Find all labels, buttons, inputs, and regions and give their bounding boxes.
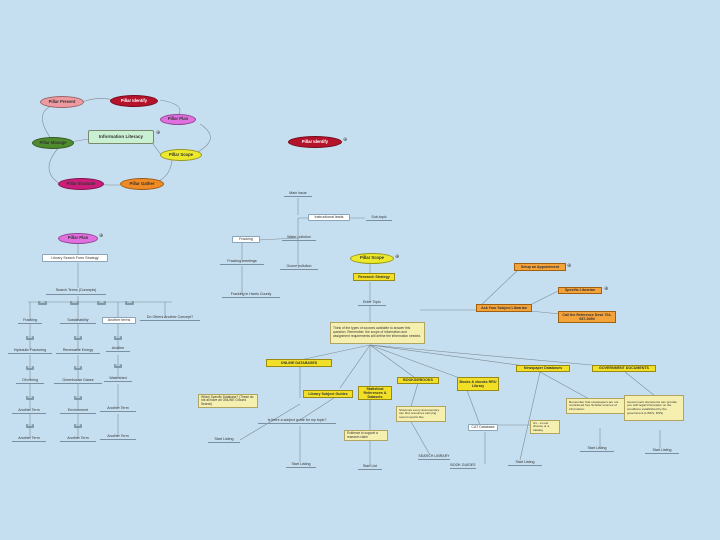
- instructional-leads-node[interactable]: Instructional leads: [308, 214, 350, 221]
- count-badge: ###: [125, 301, 134, 305]
- term-node[interactable]: Oil mining: [16, 378, 44, 384]
- term-node[interactable]: Environment: [60, 408, 96, 414]
- expand-icon[interactable]: ⊕: [567, 263, 572, 269]
- information-literacy-node[interactable]: Information Literacy: [88, 130, 154, 144]
- count-badge: ###: [74, 366, 82, 370]
- count-badge: ###: [74, 424, 82, 428]
- setup-appointment-node[interactable]: Setup an Appointment: [514, 263, 566, 271]
- catalog-node[interactable]: CAT Database: [468, 424, 498, 431]
- term-node[interactable]: Sustainability: [60, 318, 96, 324]
- start-listing-node[interactable]: Start Listing: [580, 446, 614, 452]
- term-node[interactable]: Another Term: [100, 406, 136, 412]
- library-subject-guides-node[interactable]: Library Subject Guides: [303, 390, 353, 398]
- term-node[interactable]: Another terms: [102, 317, 136, 324]
- term-node[interactable]: Another Term: [12, 436, 46, 442]
- term-node[interactable]: Another: [106, 346, 130, 352]
- count-badge: ###: [114, 364, 122, 368]
- pillar-identify-node[interactable]: Pillar Identify: [110, 95, 158, 107]
- pillar-manage-node[interactable]: Pillar Manage: [32, 137, 74, 149]
- count-badge: ###: [26, 366, 34, 370]
- pillar-gather-node[interactable]: Pillar Gather: [120, 178, 164, 190]
- term-node[interactable]: Watershed: [104, 376, 132, 382]
- start-listing-node[interactable]: Start Listing: [286, 462, 316, 468]
- fracking-meetings-node[interactable]: Fracking meetings: [220, 259, 264, 265]
- newspaper-databases-node[interactable]: Newspaper Databases: [516, 365, 570, 372]
- count-badge: ###: [74, 396, 82, 400]
- which-database-box[interactable]: Which Specific Database? (These do not a…: [198, 394, 258, 408]
- ask-librarian-node[interactable]: Ask Your Subject Librarian: [476, 304, 532, 312]
- pillar-scope-main-node[interactable]: Pillar Scope: [350, 253, 394, 264]
- pillar-plan-main-node[interactable]: Pillar Plan: [58, 233, 98, 244]
- expand-icon[interactable]: ⊕: [343, 137, 348, 143]
- research-strategy-node[interactable]: Research Strategy: [353, 273, 395, 281]
- shortcuts-box[interactable]: Shortcuts every documentary can find res…: [396, 406, 446, 422]
- pillar-evaluate-node[interactable]: Pillar Evaluate: [58, 178, 104, 190]
- edge-evaluate-manage: [48, 145, 61, 185]
- pillar-plan-node[interactable]: Pillar Plan: [160, 114, 196, 125]
- government-box[interactable]: Government documents can provide you wit…: [624, 395, 684, 421]
- ill-note-box[interactable]: ILL - a new chance or a catalog: [530, 420, 560, 434]
- term-node[interactable]: Another Term: [100, 434, 136, 440]
- main-issue-node[interactable]: Main Issue: [284, 191, 312, 197]
- term-node[interactable]: Another Term: [12, 408, 46, 414]
- term-node[interactable]: Another Term: [60, 436, 96, 442]
- government-documents-node[interactable]: GOVERNMENT DOCUMENTS: [592, 365, 656, 372]
- term-node[interactable]: Renewable Energy: [56, 348, 100, 354]
- search-library-node[interactable]: SEARCH LIBRARY: [418, 454, 450, 460]
- count-badge: ###: [70, 301, 79, 305]
- statistical-references-node[interactable]: Statistical References & Datasets: [358, 386, 392, 400]
- term-node[interactable]: Hydraulic Fracturing: [8, 348, 52, 354]
- expand-icon[interactable]: ⊕: [156, 130, 161, 136]
- pillar-present-node[interactable]: Pillar Present: [40, 96, 84, 108]
- term-node[interactable]: Greenhouse Gases: [54, 378, 102, 384]
- expand-icon[interactable]: ⊕: [395, 254, 400, 260]
- term-node[interactable]: Fracking: [18, 318, 42, 324]
- subject-guide-question-node[interactable]: Is there a subject guide for my topic?: [258, 418, 336, 424]
- enter-topic-node[interactable]: Enter Topic: [358, 300, 386, 306]
- fracking-node[interactable]: Fracking: [232, 236, 260, 243]
- online-databases-node[interactable]: ONLINE DATABASES: [266, 359, 332, 367]
- count-badge: ###: [26, 396, 34, 400]
- edge-manage-present: [42, 103, 59, 141]
- pillar-identify-main-node[interactable]: Pillar Identify: [288, 136, 342, 148]
- count-badge: ###: [114, 336, 122, 340]
- start-listing-node[interactable]: Start Listing: [508, 460, 542, 466]
- book-guides-node[interactable]: BOOK GUIDES: [450, 463, 476, 469]
- books-ebooks-node[interactable]: BOOKS/EBOOKS: [397, 377, 439, 384]
- pillar-scope-node[interactable]: Pillar Scope: [160, 149, 202, 161]
- think-sources-box[interactable]: Think of the types of sources available …: [330, 322, 425, 344]
- concept-node[interactable]: Do Others Another Concept?: [140, 315, 200, 321]
- fracking-county-node[interactable]: Fracking in Harris County: [222, 292, 280, 298]
- remember-box[interactable]: Remember that newspapers are not conside…: [566, 398, 626, 414]
- count-badge: ###: [97, 301, 106, 305]
- count-badge: ###: [26, 336, 34, 340]
- count-badge: ###: [74, 336, 82, 340]
- expand-icon[interactable]: ⊕: [99, 233, 104, 239]
- sub-topic-node[interactable]: Sub-topic: [366, 215, 392, 221]
- start-listing-node[interactable]: Start Listing: [208, 437, 240, 443]
- expand-icon[interactable]: ⊕: [604, 286, 609, 292]
- start-list-node[interactable]: Start List: [358, 464, 382, 470]
- strategy-node[interactable]: Library Search Form Strategy: [42, 254, 108, 262]
- specific-librarian-node[interactable]: Specific Librarian: [558, 287, 602, 294]
- ozone-pollution-node[interactable]: Ozone pollution: [280, 264, 318, 270]
- books-rru-library-node[interactable]: Books & ebooks RRU Library: [457, 377, 499, 391]
- search-terms-node[interactable]: Search Terms (Concepts): [46, 287, 106, 295]
- call-reference-node[interactable]: Call the Reference Desk 704-687-0494: [558, 311, 616, 323]
- water-pollution-node[interactable]: Water pollution: [282, 235, 316, 241]
- count-badge: ###: [38, 301, 47, 305]
- evidence-box[interactable]: Evidence to support a research claim: [344, 430, 388, 441]
- count-badge: ###: [26, 424, 34, 428]
- start-listing-node[interactable]: Start Listing: [645, 448, 679, 454]
